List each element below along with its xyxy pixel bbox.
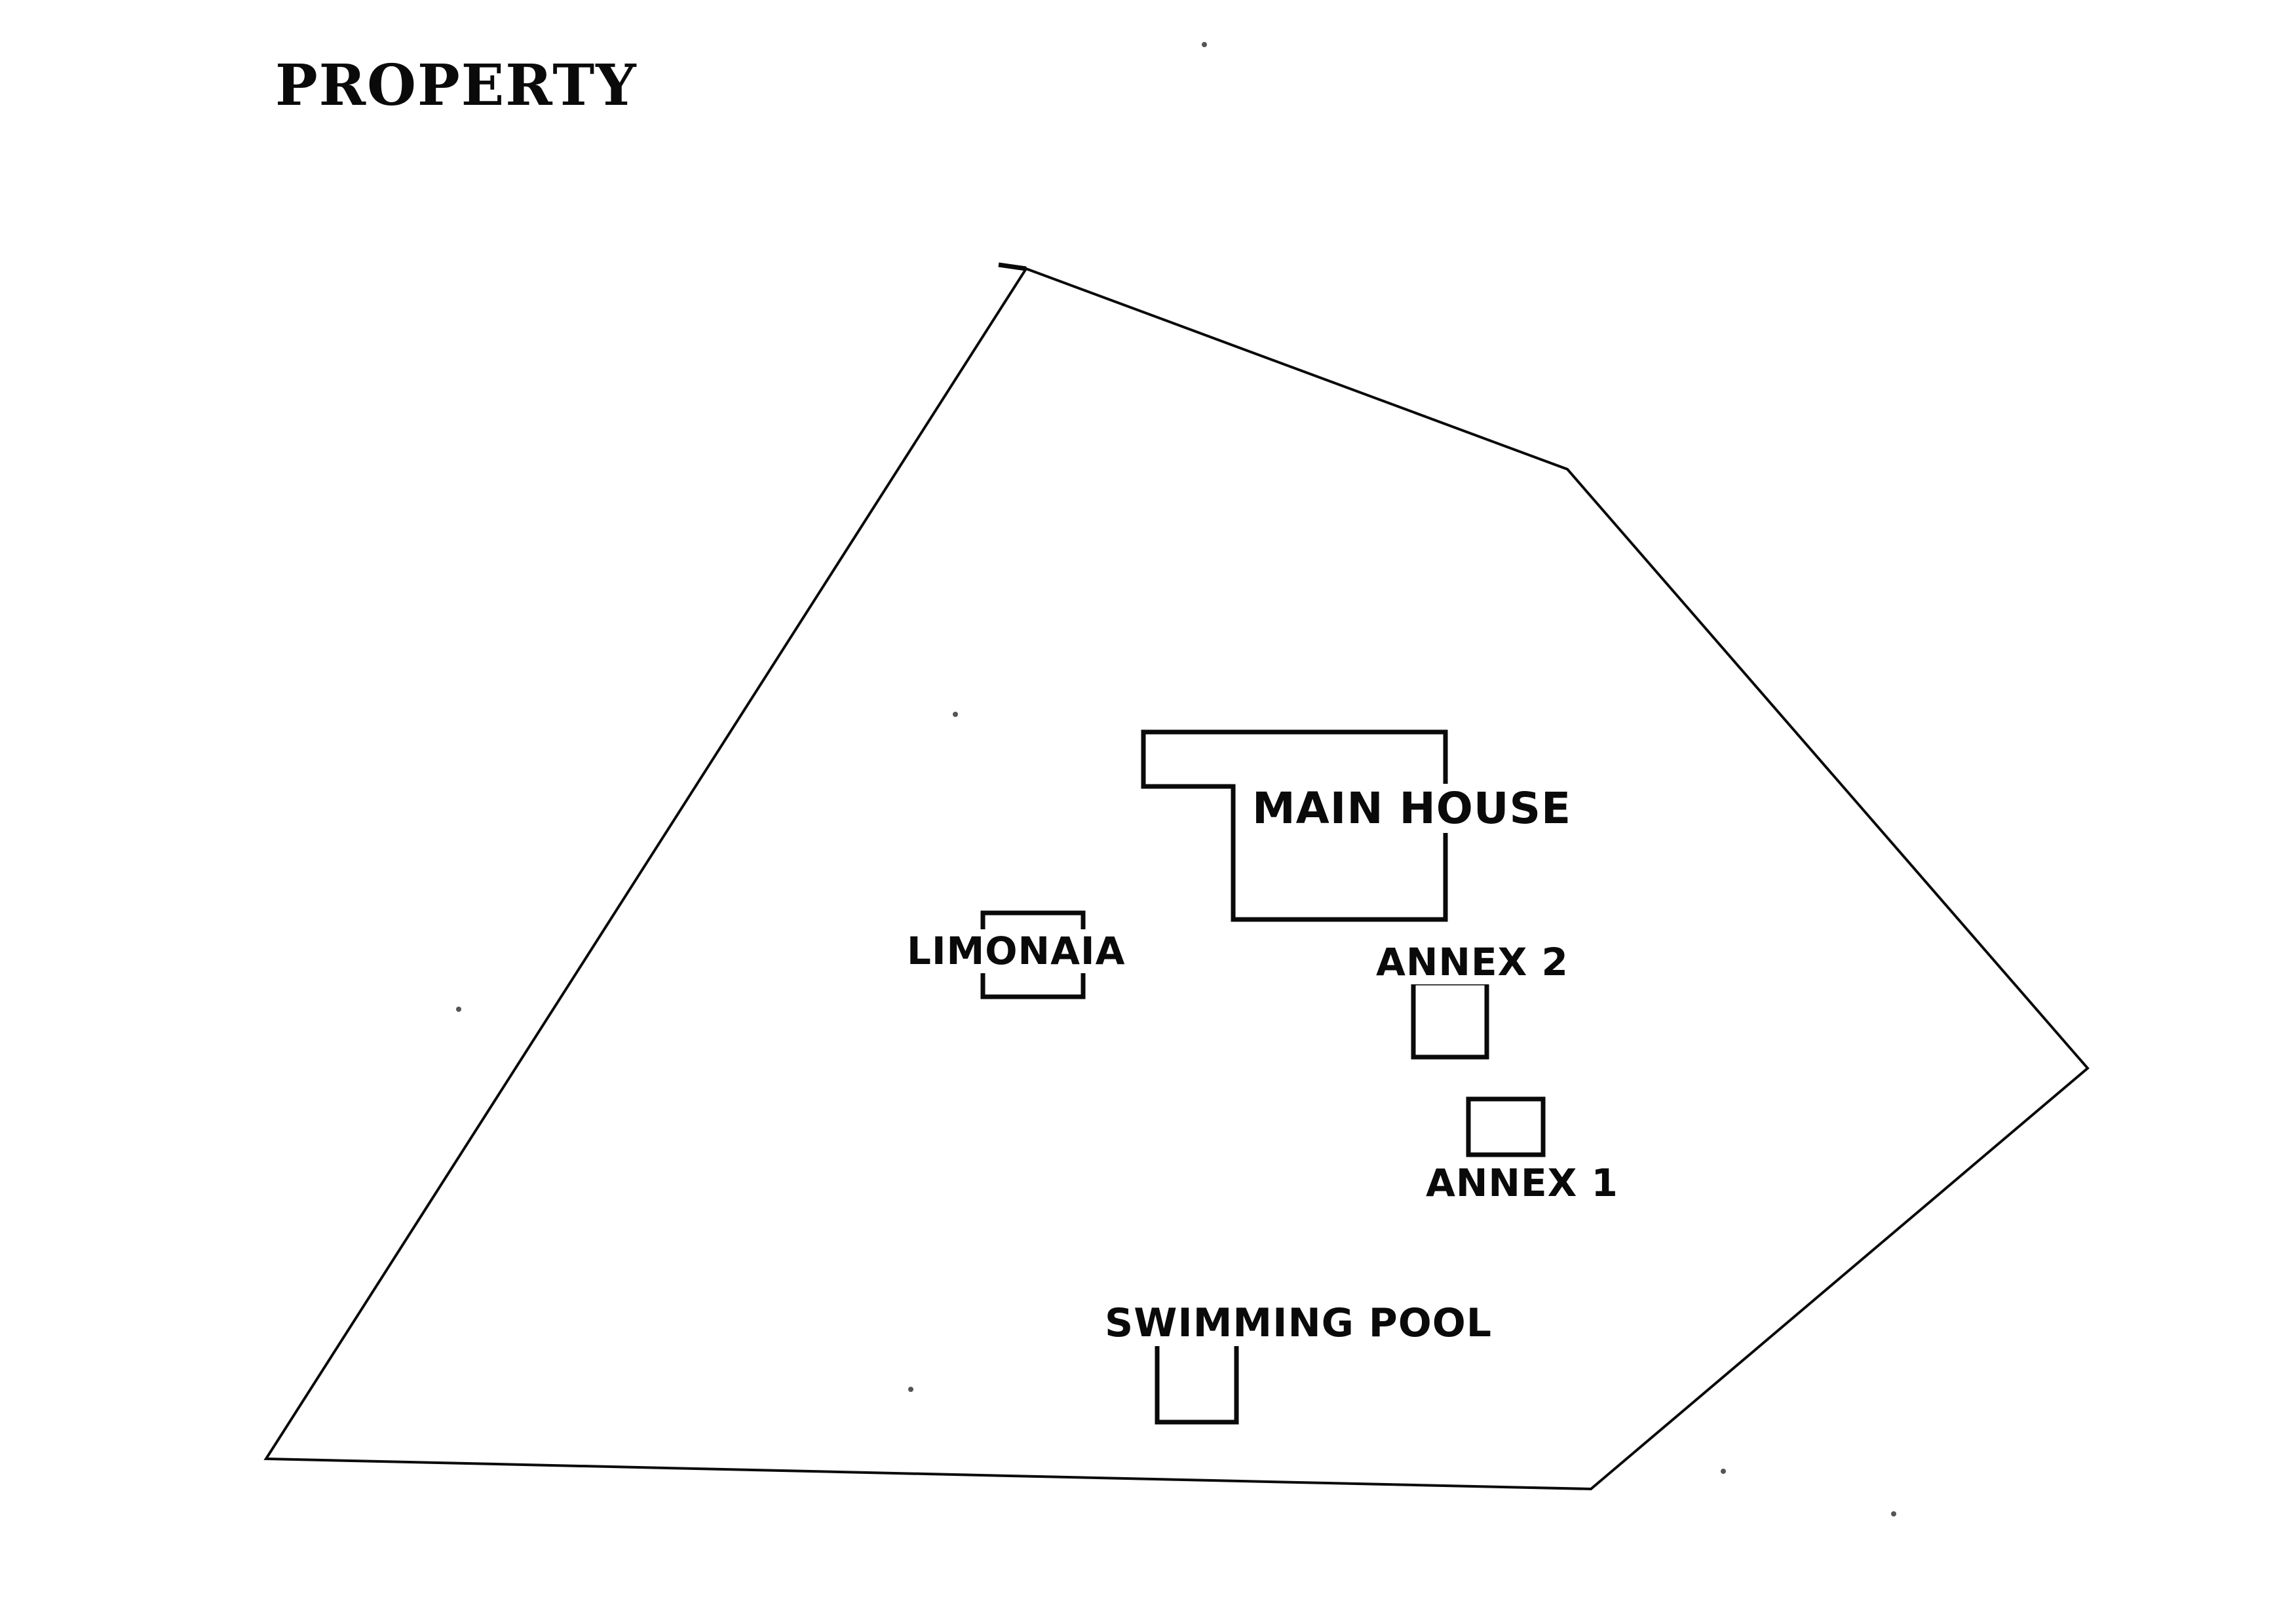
property-boundary (263, 267, 2090, 1491)
building-outline-annex-1 (1466, 1096, 1546, 1157)
building-label-main-house: MAIN HOUSE (1248, 784, 1576, 834)
building-label-annex-1: ANNEX 1 (1421, 1161, 1624, 1206)
building-outline-main-house (1141, 729, 1448, 922)
scan-speckles (456, 42, 1896, 1516)
north-apex-tick (998, 262, 1027, 271)
page-title: PROPERTY (275, 52, 638, 119)
building-label-swimming-pool: SWIMMING POOL (1101, 1301, 1497, 1347)
building-outline-annex-2 (1411, 980, 1489, 1060)
building-label-annex-2: ANNEX 2 (1371, 940, 1574, 985)
building-label-limonaia: LIMONAIA (903, 929, 1130, 974)
